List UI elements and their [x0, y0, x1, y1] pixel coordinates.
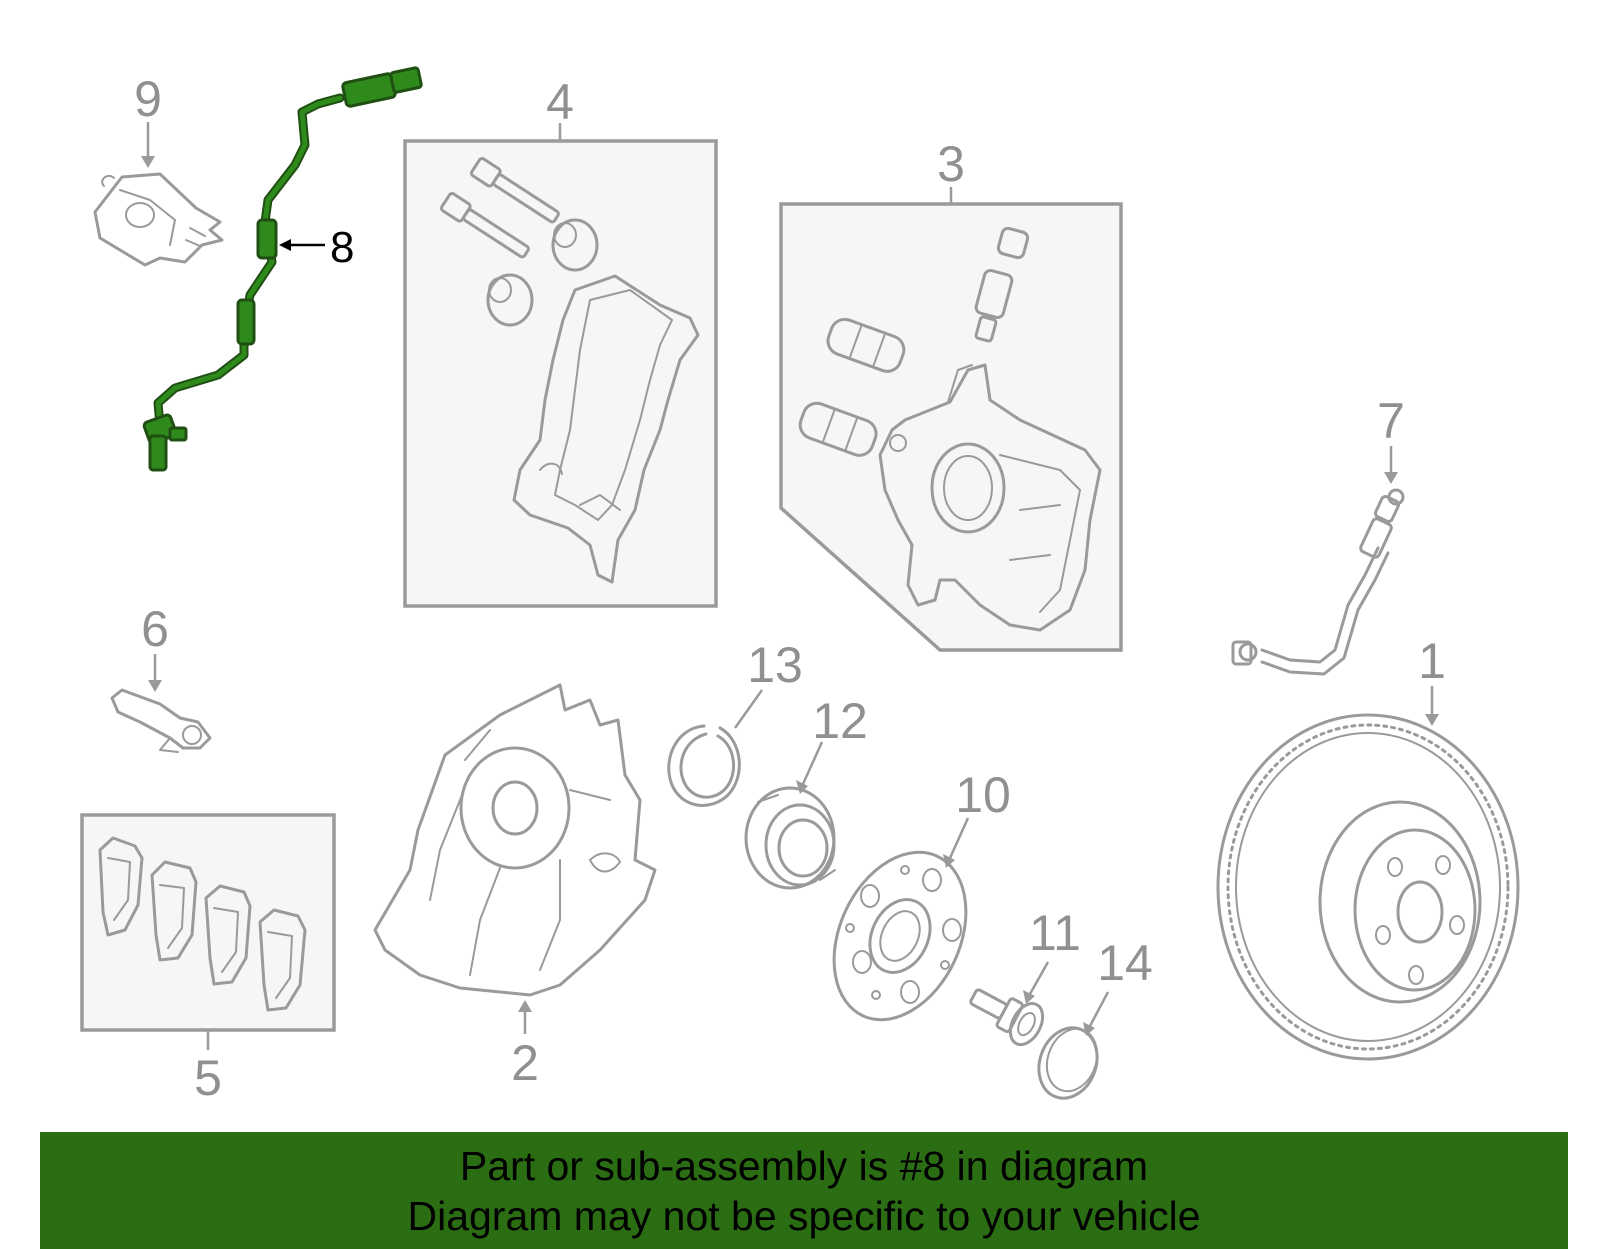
callout-13: 13 — [747, 637, 803, 693]
callout-9: 9 — [134, 71, 162, 127]
group-box-4 — [403, 139, 718, 608]
part-2-dust-shield — [373, 683, 657, 997]
part-1-brake-rotor — [1216, 713, 1520, 1061]
callout-14: 14 — [1097, 935, 1153, 991]
callout-3: 3 — [937, 136, 965, 192]
group-box-3 — [779, 202, 1123, 652]
part-4-caliper-bracket — [439, 157, 700, 584]
part-9-sensor-bracket — [93, 172, 224, 267]
callout-2: 2 — [511, 1035, 539, 1091]
part-10-hub — [832, 850, 968, 1022]
banner-line-1: Part or sub-assembly is #8 in diagram — [459, 1142, 1149, 1189]
part-11-hub-bolt — [969, 988, 1045, 1047]
part-5-brake-pads — [98, 836, 307, 1012]
part-8-abs-sensor[interactable] — [142, 66, 423, 472]
callout-11: 11 — [1029, 905, 1081, 961]
banner-line-2: Diagram may not be specific to your vehi… — [407, 1192, 1201, 1239]
info-banner: Part or sub-assembly is #8 in diagram Di… — [40, 1132, 1568, 1249]
callout-1: 1 — [1418, 633, 1446, 689]
callout-10: 10 — [955, 767, 1011, 823]
part-6-wear-sensor — [110, 688, 212, 753]
callout-4: 4 — [546, 74, 574, 130]
part-3-caliper — [798, 226, 1102, 632]
part-12-wheel-bearing — [744, 786, 836, 890]
part-7-brake-hose — [1231, 488, 1405, 676]
callout-8: 8 — [330, 223, 354, 272]
part-13-snap-ring — [667, 724, 741, 807]
callout-6: 6 — [141, 601, 169, 657]
part-14-cap — [1037, 1026, 1099, 1100]
callout-5: 5 — [194, 1050, 222, 1106]
callout-7: 7 — [1377, 393, 1405, 449]
callout-12: 12 — [812, 693, 868, 749]
